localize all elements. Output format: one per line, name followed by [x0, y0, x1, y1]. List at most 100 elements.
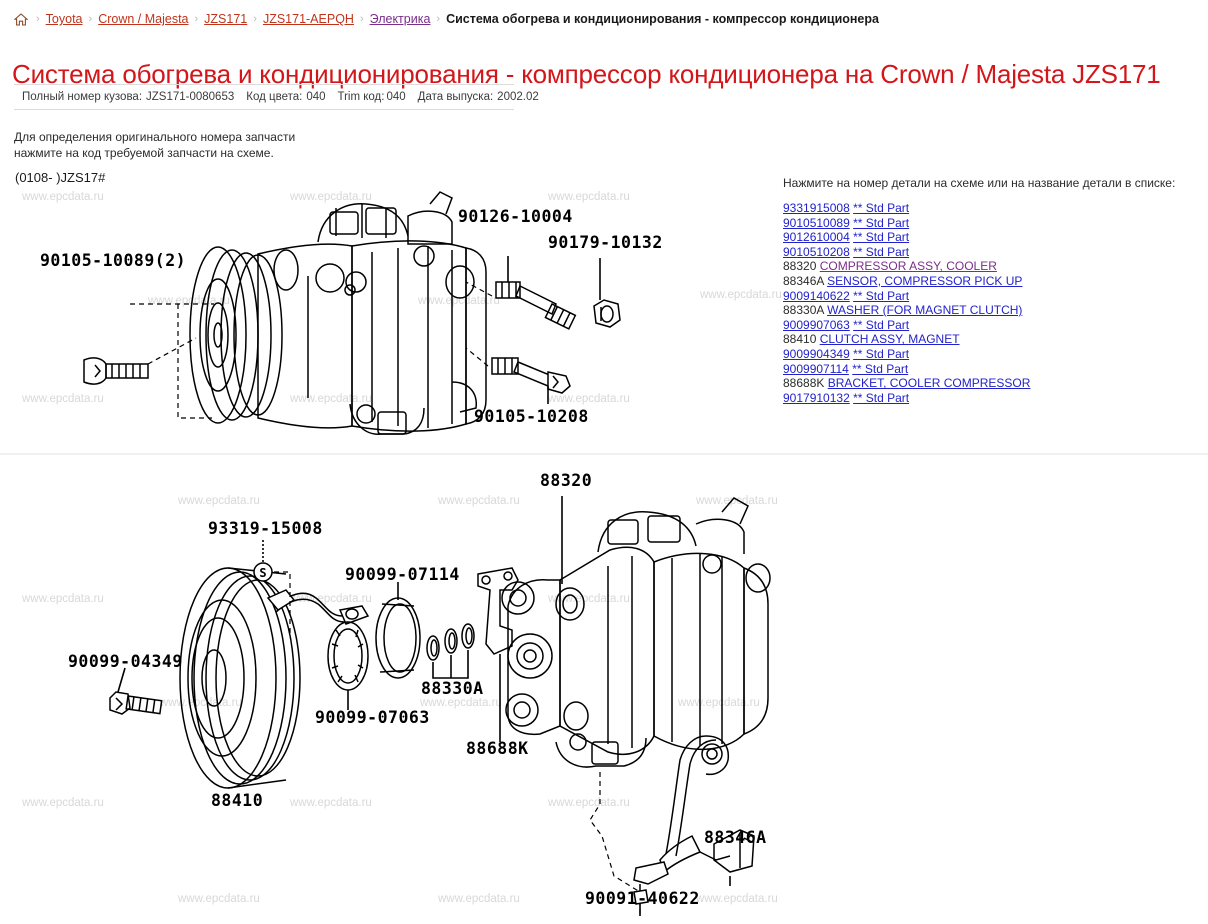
parts-list-item[interactable]: 88330A WASHER (FOR MAGNET CLUTCH): [783, 303, 1203, 318]
part-code[interactable]: 9009907063: [783, 317, 850, 332]
part-name[interactable]: CLUTCH ASSY, MAGNET: [819, 332, 960, 347]
part-name: ** Std Part: [853, 390, 910, 405]
home-icon[interactable]: [14, 12, 28, 26]
part-code[interactable]: 9012610004: [783, 230, 850, 245]
parts-list-item[interactable]: 88410 CLUTCH ASSY, MAGNET: [783, 332, 1203, 347]
breadcrumb-item-elektrika[interactable]: Электрика: [369, 12, 431, 26]
parts-list-item[interactable]: 9010510208 ** Std Part: [783, 245, 1203, 260]
diagram-label-88688K[interactable]: 88688K: [466, 739, 529, 758]
release-date-label: Дата выпуска:: [417, 91, 494, 103]
breadcrumb-item-jzs171-aepqh[interactable]: JZS171-AEPQH: [262, 12, 354, 26]
diagram-label-88346A[interactable]: 88346A: [704, 828, 767, 847]
breadcrumb-item-jzs171[interactable]: JZS171: [204, 12, 248, 26]
parts-list-item[interactable]: 88346A SENSOR, COMPRESSOR PICK UP: [783, 274, 1203, 289]
diagram-label-93319-15008[interactable]: 93319-15008: [208, 519, 323, 538]
watermark: www.epcdata.ru: [289, 797, 372, 809]
vehicle-info-bar: Полный номер кузова: JZS171-0080653 Код …: [14, 84, 539, 110]
bolt-90099-04349[interactable]: [109, 691, 163, 715]
part-88346A-sensor[interactable]: [633, 735, 755, 905]
watermark: www.epcdata.ru: [547, 191, 630, 203]
part-code[interactable]: 9017910132: [783, 390, 850, 405]
part-name: ** Std Part: [853, 288, 910, 303]
watermark: www.epcdata.ru: [547, 797, 630, 809]
breadcrumb-separator-5: ›: [436, 13, 441, 25]
trim-code-value: 040: [386, 91, 406, 103]
part-name: ** Std Part: [853, 244, 910, 259]
top-assembly-drawing[interactable]: 90105-10089(2) 90126-10004 90179-10132 9…: [40, 191, 663, 435]
bolt-90126-10004[interactable]: [495, 281, 577, 330]
part-code: 88346A: [783, 273, 824, 288]
part-code[interactable]: 9010510208: [783, 244, 850, 259]
watermark: www.epcdata.ru: [437, 495, 520, 507]
part-93319-15008-callout[interactable]: S: [253, 540, 291, 634]
part-name: ** Std Part: [852, 361, 909, 376]
watermark: www.epcdata.ru: [289, 393, 372, 405]
watermark: www.epcdata.ru: [21, 593, 104, 605]
part-name: ** Std Part: [853, 346, 910, 361]
breadcrumb-separator-2: ›: [194, 13, 199, 25]
trim-code-label: Trim код:: [337, 91, 385, 103]
parts-list-item[interactable]: 9009907114 ** Std Part: [783, 362, 1203, 377]
parts-list-item[interactable]: 88320 COMPRESSOR ASSY, COOLER: [783, 259, 1203, 274]
breadcrumb: › Toyota › Crown / Majesta › JZS171 › JZ…: [14, 9, 879, 29]
breadcrumb-item-crown-majesta[interactable]: Crown / Majesta: [98, 12, 189, 26]
parts-list-item[interactable]: 9331915008 ** Std Part: [783, 201, 1203, 216]
breadcrumb-item-toyota[interactable]: Toyota: [45, 12, 83, 26]
diagram-label-88410[interactable]: 88410: [211, 791, 263, 810]
part-code[interactable]: 9009904349: [783, 346, 850, 361]
watermark: www.epcdata.ru: [289, 593, 372, 605]
bolt-90105-10208[interactable]: [491, 357, 571, 394]
part-88410-clutch-assy[interactable]: [179, 567, 370, 789]
body-number-value: JZS171-0080653: [146, 91, 235, 103]
part-code[interactable]: 9010510089: [783, 215, 850, 230]
watermark: www.epcdata.ru: [419, 697, 502, 709]
parts-list-item[interactable]: 88688K BRACKET, COOLER COMPRESSOR: [783, 376, 1203, 391]
diagram-label-88320[interactable]: 88320: [540, 471, 592, 490]
body-number-label: Полный номер кузова:: [22, 91, 143, 103]
nut-90179-10132[interactable]: [593, 299, 621, 328]
diagram-label-90126-10004[interactable]: 90126-10004: [458, 207, 573, 226]
parts-list-item[interactable]: 9017910132 ** Std Part: [783, 391, 1203, 406]
diagram-label-88330A[interactable]: 88330A: [421, 679, 484, 698]
part-name[interactable]: WASHER (FOR MAGNET CLUTCH): [827, 303, 1023, 318]
parts-list-item[interactable]: 9009904349 ** Std Part: [783, 347, 1203, 362]
watermark: www.epcdata.ru: [21, 393, 104, 405]
diagram-label-90105-10208[interactable]: 90105-10208: [474, 407, 589, 426]
parts-diagram-svg[interactable]: www.epcdata.ru www.epcdata.ru www.epcdat…: [0, 186, 1208, 924]
diagram-label-90099-07114[interactable]: 90099-07114: [345, 565, 460, 584]
parts-list-item[interactable]: 9010510089 ** Std Part: [783, 216, 1203, 231]
diagram-label-90099-07063[interactable]: 90099-07063: [315, 708, 430, 727]
part-code[interactable]: 9009140622: [783, 288, 850, 303]
watermark: www.epcdata.ru: [289, 191, 372, 203]
diagram-label-90099-04349[interactable]: 90099-04349: [68, 652, 183, 671]
part-code: 88330A: [783, 303, 824, 318]
diagram-label-90105-10089[interactable]: 90105-10089(2): [40, 251, 186, 270]
bolt-90105-10089[interactable]: [83, 357, 149, 385]
part-name[interactable]: BRACKET, COOLER COMPRESSOR: [827, 376, 1031, 391]
part-88320-compressor[interactable]: [501, 497, 771, 768]
diagram-label-90179-10132[interactable]: 90179-10132: [548, 233, 663, 252]
part-code[interactable]: 9331915008: [783, 201, 850, 215]
release-date-value: 2002.02: [497, 91, 539, 103]
watermark: www.epcdata.ru: [695, 893, 778, 905]
breadcrumb-separator-3: ›: [253, 13, 257, 25]
breadcrumb-current-page: Система обогрева и кондиционирования - к…: [446, 12, 879, 26]
part-name[interactable]: SENSOR, COMPRESSOR PICK UP: [827, 273, 1023, 288]
parts-list-item[interactable]: 9009140622 ** Std Part: [783, 289, 1203, 304]
part-90099-07114-ring[interactable]: [375, 597, 421, 679]
part-90099-07063-gasket[interactable]: [327, 621, 369, 691]
watermark-group-top: www.epcdata.ru www.epcdata.ru www.epcdat…: [21, 191, 782, 405]
diagram-label-90091-40622[interactable]: 90091-40622: [585, 889, 700, 908]
part-name[interactable]: COMPRESSOR ASSY, COOLER: [819, 259, 997, 274]
part-88688K-bracket[interactable]: [477, 567, 519, 655]
parts-list-item[interactable]: 9009907063 ** Std Part: [783, 318, 1203, 333]
part-name: ** Std Part: [853, 215, 910, 230]
watermark: www.epcdata.ru: [177, 893, 260, 905]
parts-list-item[interactable]: 9012610004 ** Std Part: [783, 230, 1203, 245]
part-name: ** Std Part: [853, 317, 910, 332]
part-code[interactable]: 9009907114: [783, 361, 849, 376]
part-88330A-washers[interactable]: [426, 623, 475, 679]
parts-diagram[interactable]: www.epcdata.ru www.epcdata.ru www.epcdat…: [0, 186, 1208, 924]
bottom-assembly-drawing[interactable]: S: [68, 471, 771, 916]
